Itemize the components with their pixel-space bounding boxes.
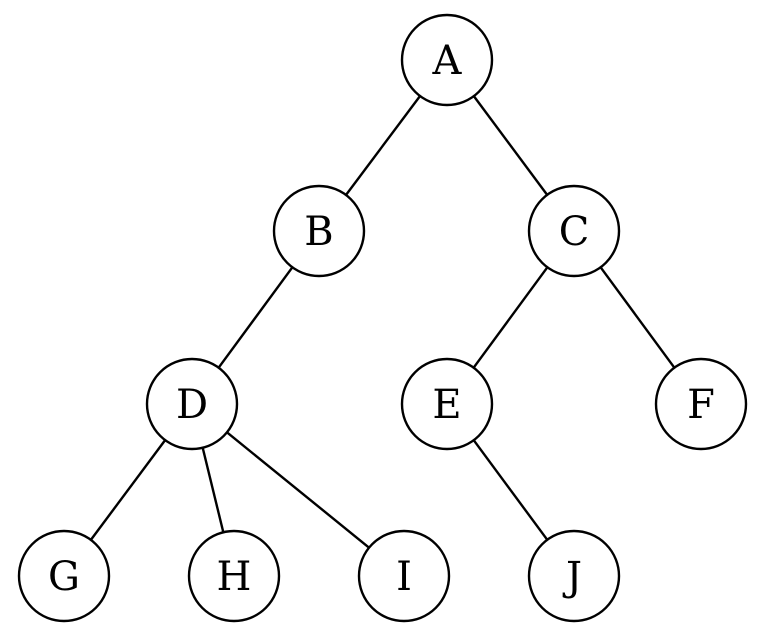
node-circle	[400, 357, 494, 451]
node-c: C	[527, 184, 621, 278]
node-circle	[357, 529, 451, 623]
node-label: A	[432, 38, 463, 84]
node-circle	[654, 357, 748, 451]
node-d: D	[145, 357, 239, 451]
node-label: J	[562, 554, 582, 600]
node-a: A	[400, 13, 494, 107]
node-circle	[527, 529, 621, 623]
edge-d-h	[201, 447, 225, 533]
node-circle	[145, 357, 239, 451]
edges-layer	[89, 95, 676, 549]
node-label: E	[432, 382, 461, 428]
node-circle	[187, 529, 281, 623]
node-h: H	[187, 529, 281, 623]
node-label: C	[559, 209, 590, 255]
node-i: I	[357, 529, 451, 623]
nodes-layer: A B C D E F G H I J	[17, 13, 748, 623]
node-circle	[400, 13, 494, 107]
node-label: I	[396, 554, 412, 600]
edge-d-g	[89, 439, 167, 541]
node-label: F	[687, 382, 715, 428]
node-circle	[527, 184, 621, 278]
edge-d-i	[226, 431, 370, 549]
node-b: B	[272, 184, 366, 278]
node-e: E	[400, 357, 494, 451]
edge-e-j	[472, 439, 549, 541]
edge-c-f	[599, 266, 676, 369]
node-g: G	[17, 529, 111, 623]
node-label: G	[48, 554, 80, 600]
edge-a-b	[345, 95, 421, 196]
edge-b-d	[217, 266, 294, 369]
node-j: J	[527, 529, 621, 623]
node-label: D	[176, 382, 208, 428]
node-circle	[272, 184, 366, 278]
node-label: H	[217, 554, 252, 600]
edge-a-c	[472, 95, 549, 196]
node-circle	[17, 529, 111, 623]
node-f: F	[654, 357, 748, 451]
edge-c-e	[472, 266, 549, 369]
node-label: B	[304, 209, 333, 255]
